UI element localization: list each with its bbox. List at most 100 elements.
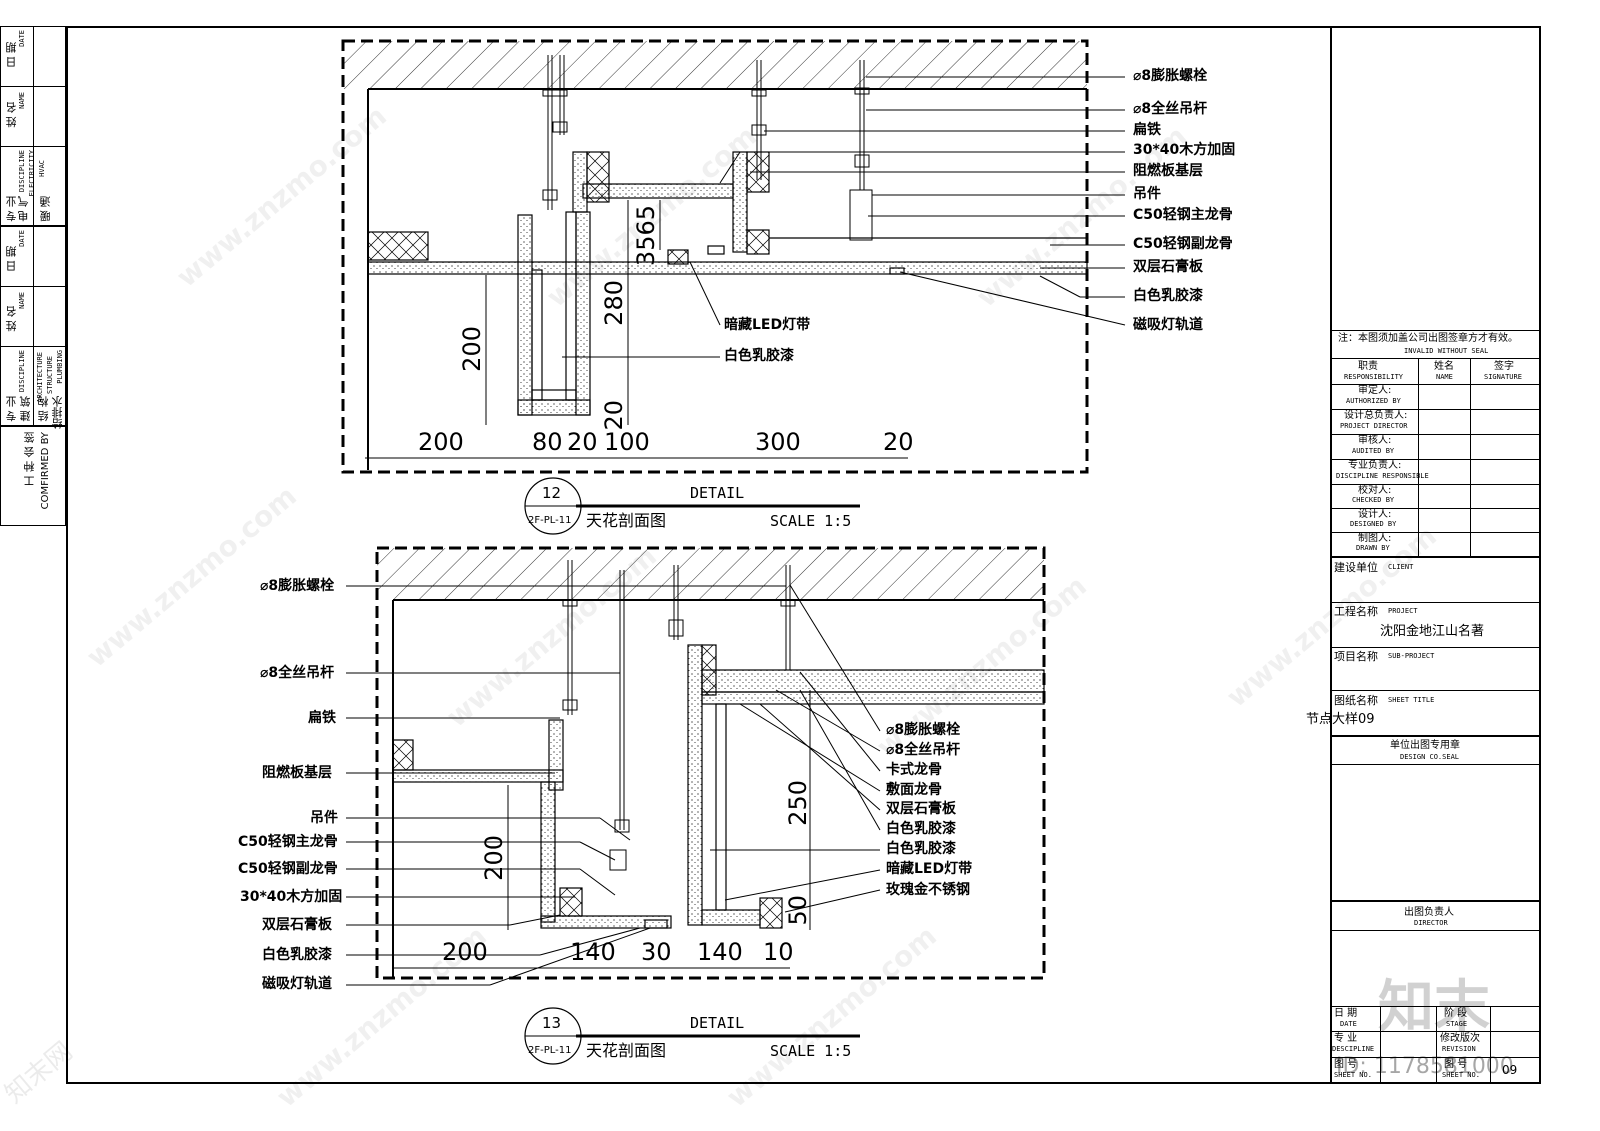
d12-label-gypsum: 双层石膏板 bbox=[1133, 259, 1203, 275]
tb-stage: 阶 段 bbox=[1444, 1008, 1468, 1019]
d13-dim-10: 10 bbox=[763, 938, 794, 966]
d13-r-label-clip-keel: 卡式龙骨 bbox=[886, 762, 942, 778]
tb-date: 日 期 bbox=[1334, 1008, 1358, 1019]
tb-sheet-no-value: 09 bbox=[1502, 1063, 1518, 1077]
d12-dim-20a: 20 bbox=[567, 428, 598, 456]
tb-subproject: 项目名称 bbox=[1334, 650, 1378, 663]
d13-ref: 2F-PL-11 bbox=[528, 1045, 572, 1056]
tb-role-0: 审定人: bbox=[1358, 385, 1392, 396]
d13-label-sub-keel: C50轻钢副龙骨 bbox=[238, 861, 338, 877]
tb-sheet-title-value: 节点大样09 bbox=[1306, 712, 1375, 727]
tb-sheet-title: 图纸名称 bbox=[1334, 694, 1378, 707]
tb-role-2: 审核人: bbox=[1358, 435, 1392, 446]
tb-head-name-en: NAME bbox=[1436, 373, 1453, 381]
tb-date-en: DATE bbox=[1340, 1020, 1357, 1028]
tb-role-3: 专业负责人: bbox=[1348, 460, 1402, 471]
tb-role-1: 设计总负责人: bbox=[1344, 410, 1408, 421]
d12-scale: SCALE 1:5 bbox=[770, 512, 852, 530]
d13-label-threaded-rod: ⌀8全丝吊杆 bbox=[260, 665, 335, 681]
d12-ref: 2F-PL-11 bbox=[528, 515, 572, 526]
tb-seal-en: DESIGN CO.SEAL bbox=[1400, 753, 1460, 761]
d13-r-label-latex-1: 白色乳胶漆 bbox=[886, 821, 956, 837]
detail12-ceiling-structure bbox=[367, 151, 1088, 416]
detail12-leaders bbox=[562, 76, 1126, 358]
d13-label-track: 磁吸灯轨道 bbox=[262, 976, 332, 992]
detail13-dimensions bbox=[393, 690, 811, 969]
d12-label-anchor-bolt: ⌀8膨胀螺栓 bbox=[1133, 68, 1208, 84]
d13-r-label-rose-gold: 玫瑰金不锈钢 bbox=[886, 882, 970, 898]
d13-dim-200: 200 bbox=[442, 938, 488, 966]
tb-director: 出图负责人 bbox=[1404, 907, 1454, 918]
d12-dim-v280: 280 bbox=[600, 280, 628, 326]
tb-client: 建设单位 bbox=[1334, 561, 1378, 574]
d13-label-anchor-bolt: ⌀8膨胀螺栓 bbox=[260, 578, 335, 594]
d13-label-hanger: 吊件 bbox=[310, 810, 338, 826]
d12-label-track: 磁吸灯轨道 bbox=[1133, 317, 1203, 333]
d13-label-main-keel: C50轻钢主龙骨 bbox=[238, 834, 338, 850]
d12-label-led: 暗藏LED灯带 bbox=[724, 317, 811, 333]
tb-role-2-en: AUDITED BY bbox=[1352, 447, 1395, 455]
tb-sheet-no-en: SHEET NO. bbox=[1334, 1071, 1372, 1079]
d13-scale: SCALE 1:5 bbox=[770, 1042, 852, 1060]
d13-label-gypsum: 双层石膏板 bbox=[262, 917, 332, 933]
tb-sheet-no: 图 号 bbox=[1334, 1059, 1358, 1070]
tb-note-en: INVALID WITHOUT SEAL bbox=[1404, 347, 1489, 355]
d13-dim-v200: 200 bbox=[480, 835, 508, 881]
drawing-frame bbox=[66, 26, 1541, 1084]
detail12-hanger-rods bbox=[542, 55, 873, 241]
d13-dim-30: 30 bbox=[641, 938, 672, 966]
d12-dim-100: 100 bbox=[604, 428, 650, 456]
detail12-dimensions bbox=[365, 200, 908, 459]
d13-number: 13 bbox=[542, 1014, 562, 1032]
detail12-concrete-slab bbox=[343, 41, 1087, 89]
d13-title-cn: 天花剖面图 bbox=[586, 1041, 667, 1060]
tb-subproject-en: SUB-PROJECT bbox=[1388, 652, 1435, 660]
d12-number: 12 bbox=[542, 484, 562, 502]
d13-label-latex: 白色乳胶漆 bbox=[262, 947, 332, 963]
tb-head-resp: 职责 bbox=[1358, 361, 1378, 372]
d12-dim-20b: 20 bbox=[883, 428, 914, 456]
tb-project-value: 沈阳金地江山名著 bbox=[1380, 624, 1485, 639]
d13-r-label-threaded-rod: ⌀8全丝吊杆 bbox=[886, 742, 961, 758]
watermark-logo: 知末 bbox=[1378, 975, 1490, 1040]
d13-r-label-face-keel: 敷面龙骨 bbox=[886, 782, 942, 798]
d13-label-flat-iron: 扁铁 bbox=[308, 710, 336, 726]
d13-dim-v50: 50 bbox=[784, 895, 812, 926]
tb-stage-en: STAGE bbox=[1446, 1020, 1468, 1028]
d12-label-fireboard: 阻燃板基层 bbox=[1133, 163, 1203, 179]
tb-role-0-en: AUTHORIZED BY bbox=[1346, 397, 1401, 405]
tb-note-cn: 注：本图须加盖公司出图签章方才有效。 bbox=[1338, 333, 1518, 344]
d12-label-flat-iron: 扁铁 bbox=[1133, 122, 1161, 138]
d13-r-label-gypsum: 双层石膏板 bbox=[886, 801, 956, 817]
detail13-ceiling-structure bbox=[392, 644, 1045, 929]
d13-title-en: DETAIL bbox=[690, 1014, 745, 1032]
detail12-boundary bbox=[341, 39, 1089, 474]
tb-sheet-title-en: SHEET TITLE bbox=[1388, 696, 1435, 704]
d12-label-sub-keel: C50轻钢副龙骨 bbox=[1133, 236, 1233, 252]
watermark-id: ID: 1178581000 bbox=[1336, 1054, 1514, 1079]
detail13-leaders bbox=[346, 584, 881, 986]
tb-revision-en: REVISION bbox=[1442, 1045, 1476, 1053]
d13-label-fireboard: 阻燃板基层 bbox=[262, 765, 332, 781]
tb-role-5: 设计人: bbox=[1358, 509, 1392, 520]
d12-dim-200: 200 bbox=[418, 428, 464, 456]
d13-dim-140b: 140 bbox=[697, 938, 743, 966]
tb-discipline-en: DESCIPLINE bbox=[1332, 1045, 1375, 1053]
d12-title-en: DETAIL bbox=[690, 484, 745, 502]
tb-role-4-en: CHECKED BY bbox=[1352, 496, 1395, 504]
tb-client-en: CLIENT bbox=[1388, 563, 1414, 571]
tb-role-3-en: DISCIPLINE RESPONSIBLE bbox=[1336, 472, 1429, 480]
tb-head-sign: 签字 bbox=[1494, 361, 1514, 372]
d12-dim-300: 300 bbox=[755, 428, 801, 456]
d13-r-label-led: 暗藏LED灯带 bbox=[886, 861, 973, 877]
d12-label-threaded-rod: ⌀8全丝吊杆 bbox=[1133, 101, 1208, 117]
tb-head-sign-en: SIGNATURE bbox=[1484, 373, 1522, 381]
d12-label-latex-inner: 白色乳胶漆 bbox=[724, 348, 794, 364]
d13-r-label-anchor-bolt: ⌀8膨胀螺栓 bbox=[886, 722, 961, 738]
tb-project: 工程名称 bbox=[1334, 605, 1378, 618]
d13-dim-140a: 140 bbox=[570, 938, 616, 966]
d13-r-label-latex-2: 白色乳胶漆 bbox=[886, 841, 956, 857]
d12-label-hanger: 吊件 bbox=[1133, 186, 1161, 202]
tb-role-6-en: DRAWN BY bbox=[1356, 544, 1390, 552]
